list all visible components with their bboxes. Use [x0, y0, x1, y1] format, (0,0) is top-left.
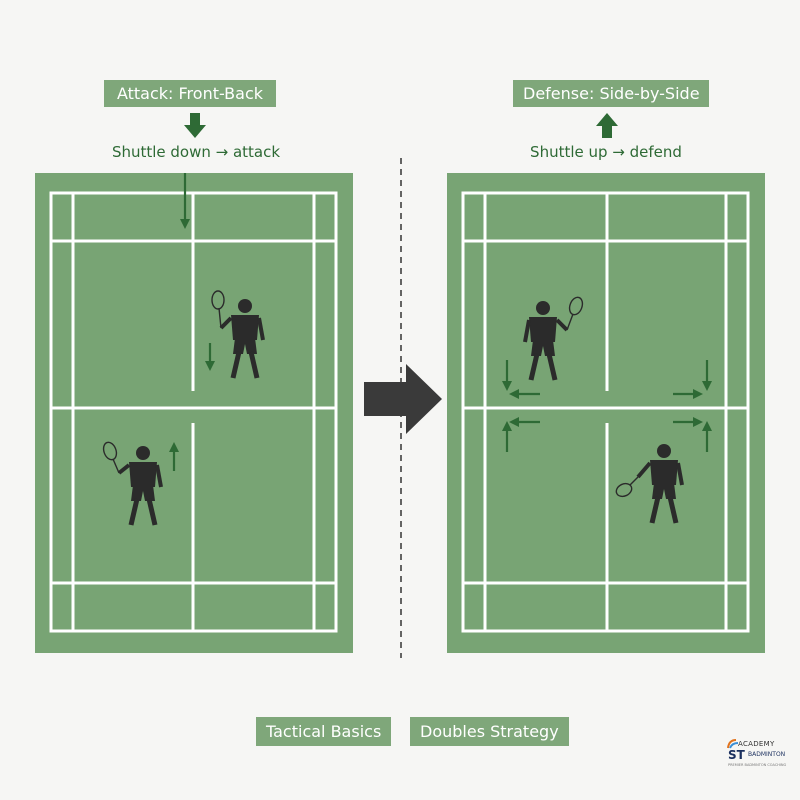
defense-title-label: Defense: Side-by-Side [513, 80, 709, 107]
logo-swirl-icon [727, 739, 739, 749]
logo-st-text: ST [728, 748, 745, 762]
logo-badminton-text: BADMINTON [748, 751, 786, 758]
logo-subtitle-text: PREMIER BADMINTON COACHING [728, 763, 787, 767]
back-player-silhouette [102, 441, 163, 526]
down-arrow-icon [184, 113, 206, 138]
defense-court [447, 173, 765, 653]
attack-caption: Shuttle down → attack [111, 143, 281, 161]
doubles-strategy-tag: Doubles Strategy [410, 717, 569, 746]
transition-arrow-icon [364, 364, 442, 434]
defense-caption: Shuttle up → defend [530, 143, 682, 161]
move-up-arrow-icon [169, 442, 179, 471]
shuttle-down-arrow [180, 173, 190, 229]
logo-academy-text: ACADEMY [738, 740, 775, 748]
corner-arrows-right-icon [673, 360, 712, 452]
left-defender-silhouette [523, 296, 584, 381]
right-defender-silhouette [615, 444, 684, 524]
tactical-basics-tag: Tactical Basics [256, 717, 392, 746]
attack-title-label: Attack: Front-Back [104, 80, 276, 107]
up-arrow-icon [596, 113, 618, 138]
front-player-silhouette [211, 290, 265, 379]
attack-court [35, 173, 353, 653]
academy-logo: ACADEMY ST BADMINTON PREMIER BADMINTON C… [724, 738, 790, 772]
corner-arrows-left-icon [502, 360, 540, 452]
move-down-arrow-icon [205, 343, 215, 371]
